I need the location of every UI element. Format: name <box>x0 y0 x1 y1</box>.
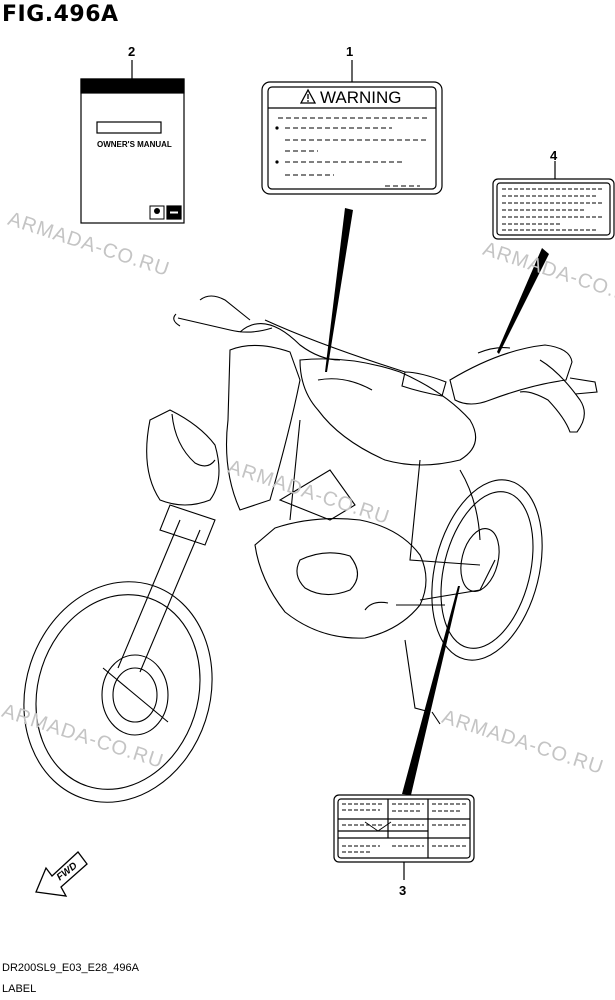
callout-4[interactable]: 4 <box>550 148 558 163</box>
callout-2[interactable]: 2 <box>128 44 136 59</box>
owners-manual-booklet <box>80 78 185 224</box>
fwd-text: FWD <box>55 861 80 884</box>
label-4-drawing <box>492 178 615 240</box>
warning-triangle-icon <box>299 88 317 104</box>
figure-caption: LABEL <box>2 983 37 995</box>
motorcycle-outline <box>23 295 598 803</box>
warning-label-drawing <box>261 81 443 195</box>
label-3-drawing <box>333 794 475 863</box>
owners-manual-text: OWNER'S MANUAL <box>97 140 172 149</box>
figure-title: FIG.496A <box>2 2 119 27</box>
warning-text: WARNING <box>320 88 402 107</box>
leader-lines <box>325 208 549 795</box>
callout-1[interactable]: 1 <box>346 44 354 59</box>
figure-code: DR200SL9_E03_E28_496A <box>2 962 140 974</box>
forward-arrow-icon: FWD <box>35 851 88 897</box>
callout-3[interactable]: 3 <box>399 883 407 898</box>
